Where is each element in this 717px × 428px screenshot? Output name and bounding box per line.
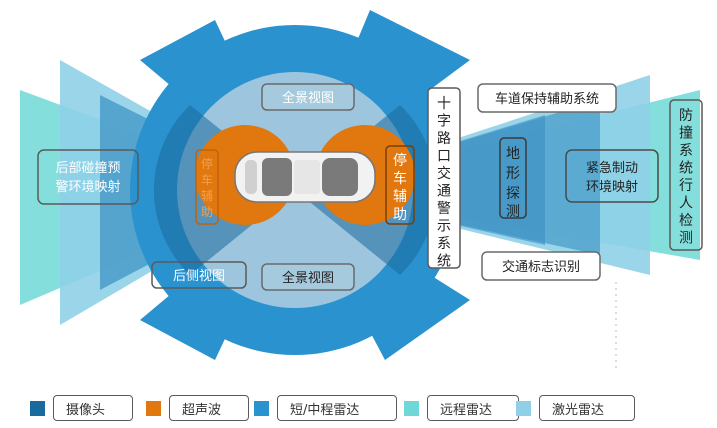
legend-label-radar: 短/中程雷达	[277, 395, 397, 421]
legend-swatch-ultrasonic	[146, 400, 161, 416]
label-traffic-sign: 交通标志识别	[481, 251, 601, 281]
legend-item-lidar: 激光雷达	[516, 394, 635, 422]
intersection-chars-char: 交	[437, 165, 451, 182]
intersection-chars-char: 警	[437, 201, 451, 217]
intersection-chars-char: 路	[437, 131, 451, 147]
intersection-chars-char: 字	[437, 114, 451, 130]
terrain-c2: 形	[506, 166, 520, 182]
park-left-c1: 停	[201, 156, 213, 171]
label-emergency-brake: 紧急制动 环境映射	[565, 149, 659, 203]
svg-text:全景视图: 全景视图	[282, 270, 334, 286]
legend-swatch-radar	[254, 400, 269, 416]
terrain-c3: 探	[506, 186, 520, 202]
label-park-right: 停 车 辅 助	[385, 145, 415, 225]
label-rear-view: 后侧视图	[151, 261, 247, 289]
legend-label-camera: 摄像头	[53, 395, 133, 421]
car	[234, 151, 376, 203]
intersection-chars-char: 通	[437, 184, 451, 200]
label-park-left: 停 车 辅 助	[195, 149, 219, 225]
legend-item-longrange: 远程雷达	[404, 394, 519, 422]
park-right-c4: 助	[393, 207, 407, 223]
intersection-chars-char: 示	[437, 219, 451, 235]
label-rear-collision: 后部碰撞预 警环境映射	[37, 149, 139, 205]
pedestrian-chars-char: 行	[679, 178, 693, 194]
terrain-c1: 地	[506, 146, 520, 162]
emergency-line1: 紧急制动	[586, 161, 638, 176]
intersection-chars-char: 十	[437, 96, 451, 112]
svg-text:全景视图: 全景视图	[282, 90, 334, 106]
legend-label-longrange: 远程雷达	[427, 395, 519, 421]
legend-label-lidar: 激光雷达	[539, 395, 635, 421]
pedestrian-chars-char: 测	[679, 231, 693, 247]
label-terrain: 地 形 探 测	[499, 137, 527, 220]
svg-text:后侧视图: 后侧视图	[173, 269, 225, 284]
pedestrian-chars-char: 系	[679, 143, 693, 159]
park-right-c3: 辅	[393, 189, 407, 205]
park-right-c1: 停	[393, 152, 407, 169]
pedestrian-chars-char: 防	[679, 108, 693, 124]
park-left-c3: 辅	[201, 189, 213, 203]
pedestrian-chars-char: 撞	[679, 126, 693, 142]
label-panorama-top: 全景视图	[261, 83, 355, 111]
svg-text:车道保持辅助系统: 车道保持辅助系统	[495, 91, 599, 107]
intersection-chars-char: 口	[437, 149, 451, 165]
label-panorama-bottom: 全景视图	[261, 263, 355, 291]
legend-item-ultrasonic: 超声波	[146, 394, 249, 422]
park-right-c2: 车	[393, 170, 407, 187]
legend-label-ultrasonic: 超声波	[169, 395, 249, 421]
legend-swatch-longrange	[404, 400, 419, 416]
legend: 摄像头 超声波 短/中程雷达 远程雷达 激光雷达	[0, 388, 717, 428]
park-left-c2: 车	[201, 172, 213, 187]
pedestrian-chars-char: 统	[679, 161, 693, 177]
intersection-chars-char: 系	[437, 236, 451, 252]
terrain-c4: 测	[506, 204, 520, 220]
rear-collision-line2: 警环境映射	[55, 179, 120, 195]
rear-collision-line1: 后部碰撞预	[55, 161, 120, 176]
legend-item-radar: 短/中程雷达	[254, 394, 397, 422]
park-left-c4: 助	[201, 205, 213, 219]
svg-text:交通标志识别: 交通标志识别	[502, 259, 580, 275]
intersection-chars-char: 统	[437, 254, 451, 270]
pedestrian-chars-char: 人	[679, 196, 693, 212]
legend-swatch-lidar	[516, 400, 531, 416]
legend-swatch-camera	[30, 400, 45, 416]
sensor-coverage-diagram: 后部碰撞预 警环境映射 全景视图 全景视图 后侧视图 停 车 辅 助 停 车 辅…	[20, 10, 703, 370]
emergency-line2: 环境映射	[586, 179, 638, 195]
label-lane-keep: 车道保持辅助系统	[477, 83, 617, 113]
pedestrian-chars-char: 检	[679, 213, 693, 229]
legend-item-camera: 摄像头	[30, 394, 133, 422]
